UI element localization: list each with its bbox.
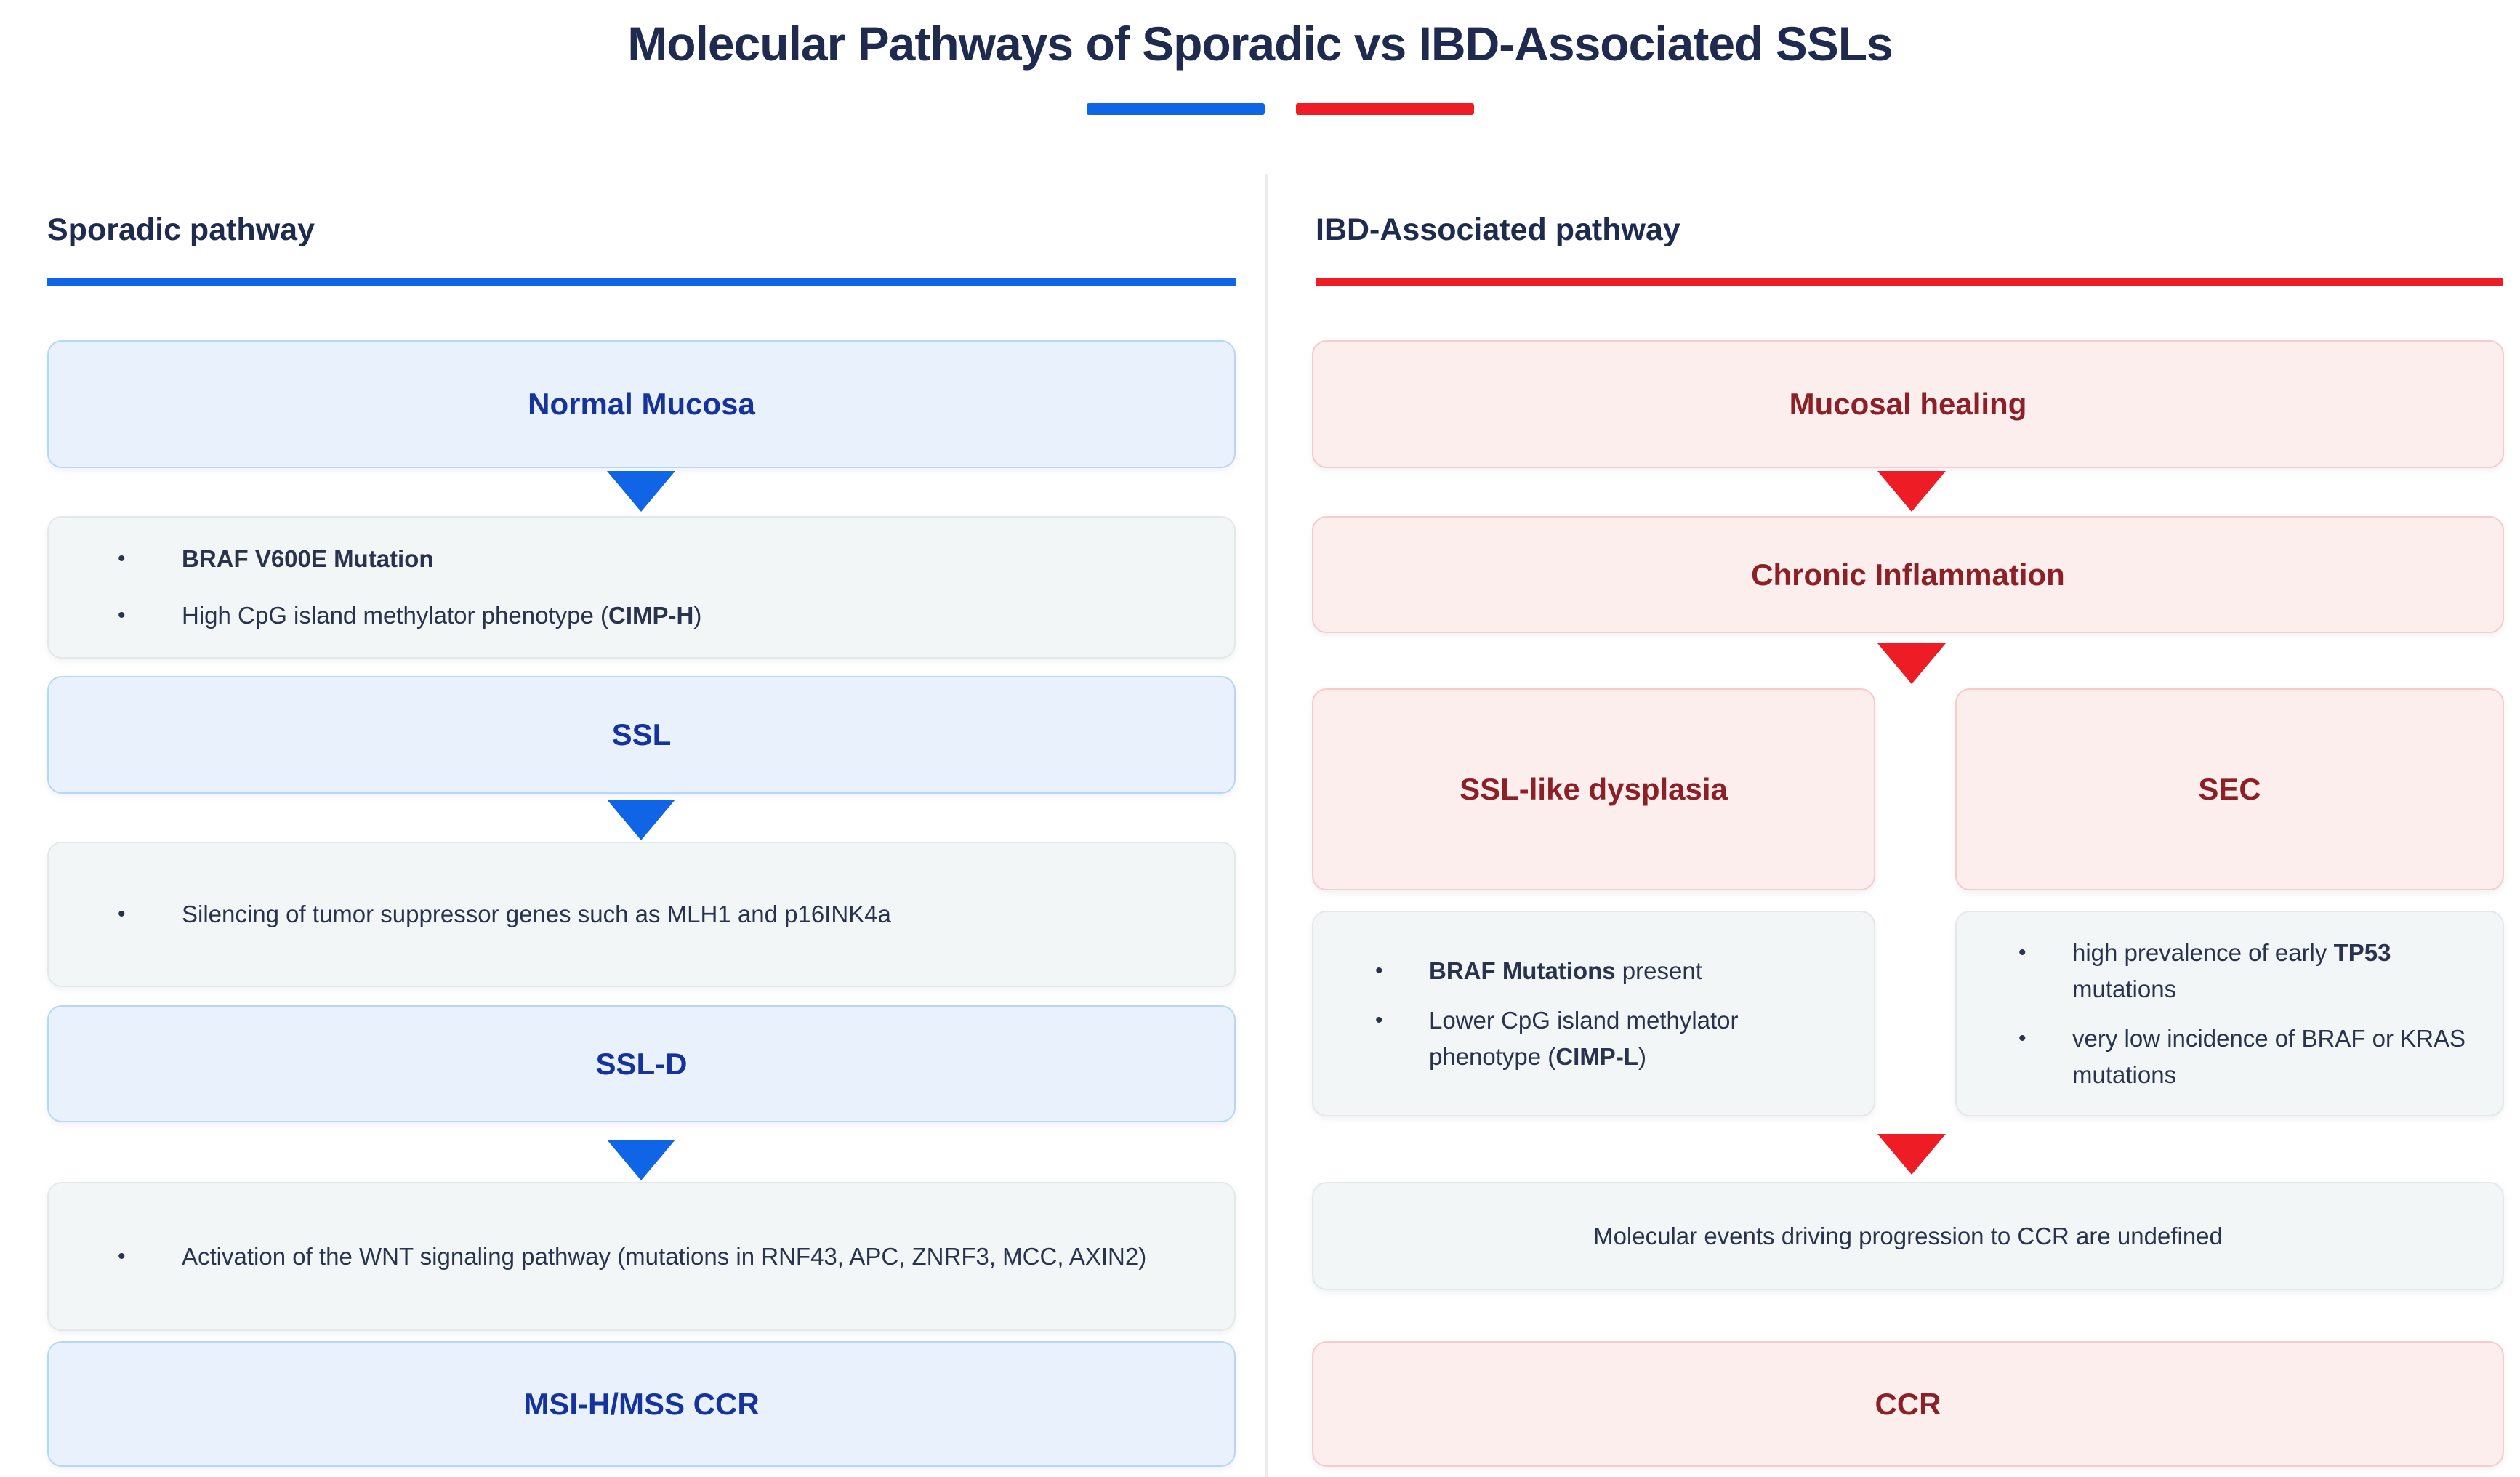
sporadic-heading: Sporadic pathway	[47, 212, 315, 247]
title-underline-blue	[1087, 103, 1265, 115]
down-arrow-icon	[607, 471, 675, 512]
bullet-icon: •	[2018, 1026, 2026, 1050]
bullet-icon: •	[118, 603, 126, 627]
list-item-text: very low incidence of BRAF or KRAS mutat…	[2072, 1024, 2466, 1088]
stage-box-ccr: CCR	[1312, 1341, 2504, 1467]
stage-label: SSL-D	[595, 1046, 688, 1081]
down-arrow-icon	[607, 800, 675, 840]
stage-label: Normal Mucosa	[528, 387, 755, 421]
bullet-icon: •	[2018, 940, 2026, 965]
down-arrow-icon	[1877, 643, 1946, 684]
stage-label: MSI-H/MSS CCR	[523, 1386, 760, 1421]
stage-label: SEC	[2198, 772, 2261, 806]
merge-note-text: Molecular events driving progression to …	[1593, 1222, 2223, 1249]
notes-box-braf-cimph: • BRAF V600E Mutation • High CpG island …	[47, 516, 1236, 659]
notes-box-silencing: • Silencing of tumor suppressor genes su…	[47, 842, 1236, 987]
list-item-text: Activation of the WNT signaling pathway …	[182, 1242, 1147, 1270]
list-item: • BRAF V600E Mutation	[118, 541, 1191, 577]
bullet-icon: •	[1375, 1007, 1383, 1032]
stage-label: SSL	[611, 717, 672, 752]
list-item: • Lower CpG island methylator phenotype …	[1375, 1002, 1845, 1075]
notes-box-wnt: • Activation of the WNT signaling pathwa…	[47, 1182, 1236, 1331]
stage-label: SSL-like dysplasia	[1460, 772, 1728, 806]
notes-box-molecular-events: Molecular events driving progression to …	[1312, 1182, 2504, 1290]
list-item-text: Silencing of tumor suppressor genes such…	[182, 901, 891, 927]
stage-label: Mucosal healing	[1789, 387, 2027, 421]
list-item-text: BRAF Mutations present	[1429, 957, 1702, 984]
list-item-text: High CpG island methylator phenotype (CI…	[182, 602, 702, 629]
stage-box-chronic-inflammation: Chronic Inflammation	[1312, 516, 2504, 633]
list-item: • high prevalence of early TP53 mutation…	[2018, 935, 2473, 1007]
stage-box-msi-h-mss-ccr: MSI-H/MSS CCR	[47, 1341, 1236, 1467]
list-item: • BRAF Mutations present	[1375, 953, 1845, 989]
bullet-icon: •	[118, 547, 126, 571]
bullet-icon: •	[118, 1244, 126, 1268]
page-title: Molecular Pathways of Sporadic vs IBD-As…	[627, 17, 1893, 71]
bullet-icon: •	[118, 902, 126, 926]
stage-box-ssl-d: SSL-D	[47, 1005, 1236, 1122]
ibd-heading-rule	[1316, 278, 2503, 286]
title-underline-red	[1296, 103, 1474, 115]
stage-box-ssl: SSL	[47, 676, 1236, 794]
stage-label: Chronic Inflammation	[1751, 557, 2065, 592]
list-item: • very low incidence of BRAF or KRAS mut…	[2018, 1021, 2473, 1093]
stage-box-ssl-like-dysplasia: SSL-like dysplasia	[1312, 688, 1875, 890]
list-item: • Silencing of tumor suppressor genes su…	[118, 896, 1191, 933]
down-arrow-icon	[607, 1140, 675, 1180]
list-item: • Activation of the WNT signaling pathwa…	[118, 1239, 1191, 1275]
column-divider	[1265, 174, 1268, 1477]
notes-box-tp53-kras: • high prevalence of early TP53 mutation…	[1955, 911, 2504, 1116]
stage-box-normal-mucosa: Normal Mucosa	[47, 340, 1236, 468]
sporadic-heading-rule	[47, 278, 1236, 286]
down-arrow-icon	[1877, 471, 1946, 512]
stage-box-mucosal-healing: Mucosal healing	[1312, 340, 2504, 468]
stage-label: CCR	[1875, 1386, 1941, 1421]
notes-box-braf-cimpl: • BRAF Mutations present • Lower CpG isl…	[1312, 911, 1875, 1116]
list-item: • High CpG island methylator phenotype (…	[118, 597, 1191, 634]
bullet-icon: •	[1375, 958, 1383, 983]
list-item-text: Lower CpG island methylator phenotype (C…	[1429, 1006, 1739, 1070]
down-arrow-icon	[1877, 1134, 1946, 1175]
list-item-text: high prevalence of early TP53 mutations	[2072, 938, 2391, 1002]
stage-box-sec: SEC	[1955, 688, 2504, 890]
list-item-text: BRAF V600E Mutation	[182, 545, 434, 572]
ibd-heading: IBD-Associated pathway	[1316, 212, 1680, 247]
